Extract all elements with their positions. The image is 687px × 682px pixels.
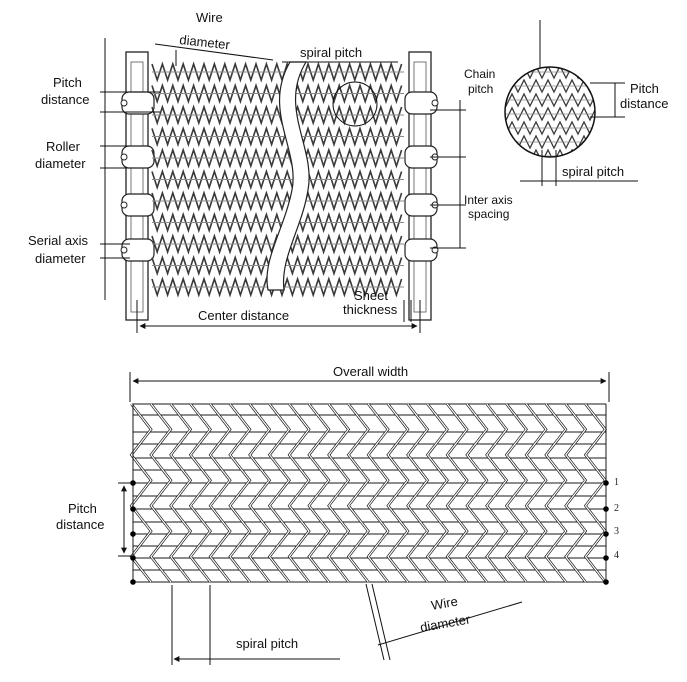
- bottom-pitch-label-2: distance: [56, 517, 104, 532]
- mesh-break-gap: [266, 61, 310, 291]
- mesh-spiral-row: [151, 82, 403, 105]
- mesh-spiral-row: [151, 61, 403, 83]
- chain-pin: [120, 246, 128, 254]
- bottom-wire-leader: [377, 601, 523, 646]
- mesh-wire-highlight: [505, 403, 528, 583]
- mesh-wire-highlight: [367, 403, 389, 583]
- detail-spiral-row: [505, 120, 595, 136]
- detail-spiral-row: [505, 92, 595, 108]
- detail-circle-border: [504, 66, 596, 158]
- mesh-spiral-row: [151, 233, 403, 255]
- mesh-wire-highlight: [328, 403, 350, 583]
- detail-circle-figure: Pitch distance spiral pitch: [504, 20, 668, 186]
- row-number-4: 4: [614, 550, 619, 561]
- roller-diameter-label-2: diameter: [35, 156, 86, 171]
- mesh-spiral-row: [151, 125, 403, 148]
- rod-end-dot: [130, 531, 136, 537]
- mesh-wire-highlight: [268, 403, 291, 583]
- mesh-spiral-row: [151, 211, 403, 234]
- bottom-herringbone-mesh: [129, 403, 609, 585]
- rod-end-dot: [603, 480, 609, 486]
- wire-diameter-label-1: Wire: [196, 10, 223, 25]
- mesh-wire-highlight: [446, 403, 468, 583]
- overall-width-label: Overall width: [333, 364, 408, 379]
- roller-diameter-label-1: Roller: [46, 139, 81, 154]
- pitch-distance-label-2: distance: [41, 92, 89, 107]
- mesh-wire-highlight: [150, 403, 172, 583]
- detail-spiral-row: [505, 148, 595, 157]
- top-spiral-mesh: [151, 61, 404, 298]
- rod-end-dot: [130, 579, 136, 585]
- bottom-wire-label-2: diameter: [419, 611, 472, 635]
- mesh-wire-highlight: [347, 403, 370, 583]
- mesh-wire-highlight: [407, 403, 429, 583]
- bottom-belt-figure: Overall width 1 2 3 4 Pitch distance spi…: [56, 364, 619, 665]
- pitch-distance-label-1: Pitch: [53, 75, 82, 90]
- mesh-wire-highlight: [249, 403, 271, 583]
- wire-diameter-label-2: diameter: [179, 32, 232, 52]
- mesh-wire-highlight: [466, 403, 488, 583]
- mesh-wire-highlight: [189, 403, 212, 583]
- bottom-pitch-label-1: Pitch: [68, 501, 97, 516]
- bottom-wire-label-1: Wire: [430, 594, 459, 613]
- chain-pin: [120, 153, 128, 161]
- mesh-spiral-row: [151, 190, 403, 212]
- chain-pin: [120, 201, 128, 209]
- mesh-spiral-row: [151, 168, 403, 191]
- mesh-wire-highlight: [525, 403, 547, 583]
- row-number-1: 1: [614, 477, 619, 488]
- mesh-wire-highlight: [308, 403, 330, 583]
- rod-end-dot: [603, 579, 609, 585]
- rod-end-dot: [603, 555, 609, 561]
- detail-spiral-row: [505, 106, 595, 122]
- top-belt-figure: Wire diameter spiral pitch Pitch distanc…: [28, 10, 513, 333]
- center-distance-label: Center distance: [198, 308, 289, 323]
- chain-pitch-label-1: Chain: [464, 67, 495, 81]
- mesh-wire-highlight: [584, 403, 607, 583]
- sheet-thickness-label-2: thickness: [343, 302, 398, 317]
- detail-marker-circle: [332, 81, 378, 127]
- sheet-thickness-label-1: Sheet: [354, 288, 388, 303]
- serial-axis-label-1: Serial axis: [28, 233, 88, 248]
- mesh-wire-highlight: [288, 403, 310, 583]
- chain-pitch-label-2: pitch: [468, 82, 493, 96]
- chain-pin: [431, 99, 439, 107]
- inter-axis-label-2: spacing: [468, 207, 509, 221]
- mesh-wire-highlight: [486, 403, 508, 583]
- serial-axis-label-2: diameter: [35, 251, 86, 266]
- bottom-wire-ext-1: [365, 583, 385, 661]
- mesh-wire-highlight: [170, 403, 192, 583]
- chain-pin: [120, 99, 128, 107]
- right-chain: [404, 51, 439, 321]
- mesh-wire-highlight: [229, 403, 251, 583]
- detail-pitch-label-2: distance: [620, 96, 668, 111]
- mesh-wire-highlight: [545, 403, 567, 583]
- mesh-spiral-row: [151, 104, 403, 126]
- row-number-2: 2: [614, 503, 619, 514]
- row-number-3: 3: [614, 526, 619, 537]
- mesh-wire-highlight: [565, 403, 587, 583]
- inter-axis-label-1: Inter axis: [464, 193, 513, 207]
- mesh-wire-highlight: [387, 403, 409, 583]
- mesh-wire-highlight: [130, 403, 152, 583]
- rod-end-dot: [130, 555, 136, 561]
- bottom-spiral-pitch-label: spiral pitch: [236, 636, 298, 651]
- bottom-wire-ext-2: [371, 583, 391, 661]
- detail-spiral-pitch-label: spiral pitch: [562, 164, 624, 179]
- mesh-wire-highlight: [426, 403, 449, 583]
- detail-spiral-row: [505, 78, 595, 94]
- wire-diameter-leader: [154, 43, 274, 61]
- spiral-pitch-label: spiral pitch: [300, 45, 362, 60]
- rod-end-dot: [130, 506, 136, 512]
- mesh-wire-highlight: [209, 403, 231, 583]
- rod-end-dot: [603, 506, 609, 512]
- mesh-spiral-row: [151, 147, 403, 169]
- detail-pitch-label-1: Pitch: [630, 81, 659, 96]
- rod-end-dot: [603, 531, 609, 537]
